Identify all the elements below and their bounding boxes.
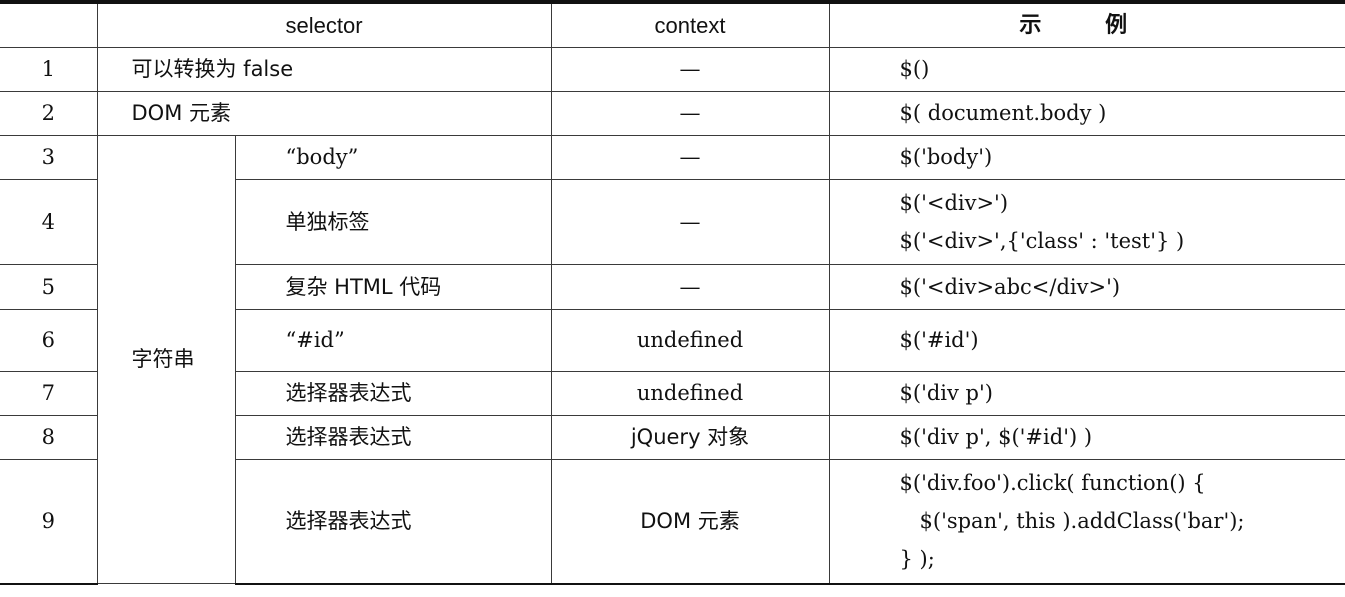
context-cell: undefined xyxy=(550,371,830,416)
example-line: $('#id') xyxy=(899,328,979,353)
header-example: 示 例 xyxy=(828,0,1345,48)
example-cell: $('body') xyxy=(828,135,1345,180)
table-row: 3 字符串 “body” — $('body') xyxy=(0,135,1345,584)
example-cell: $( document.body ) xyxy=(828,91,1345,136)
selector-cell: 选择器表达式 xyxy=(234,459,552,585)
context-cell: undefined xyxy=(550,309,830,372)
context-cell: — xyxy=(550,264,830,310)
example-line: } ); xyxy=(899,547,935,572)
example-cell: $() xyxy=(828,47,1345,92)
selector-cell: “#id” xyxy=(234,309,552,372)
selector-cell: 选择器表达式 xyxy=(234,371,552,416)
example-line: $('<div>') xyxy=(899,190,1009,215)
header-selector: selector xyxy=(96,0,552,48)
table-row: 5 复杂 HTML 代码 — $('<div>abc</div>') xyxy=(0,264,1345,310)
selector-cell: 选择器表达式 xyxy=(234,415,552,460)
table-row: 2 DOM 元素 — $( document.body ) xyxy=(0,91,1345,136)
selector-cell: “body” xyxy=(234,135,552,180)
row-number: 1 xyxy=(0,47,98,92)
example-cell: $('div p') xyxy=(828,371,1345,416)
row-number: 7 xyxy=(0,371,98,416)
context-cell: — xyxy=(550,91,830,136)
context-cell: DOM 元素 xyxy=(550,459,830,585)
example-line: $( document.body ) xyxy=(899,101,1107,126)
example-cell: $('div p', $('#id') ) xyxy=(828,415,1345,460)
example-cell: $('div.foo').click( function() { $('span… xyxy=(828,459,1345,585)
context-cell: jQuery 对象 xyxy=(550,415,830,460)
selector-cell: DOM 元素 xyxy=(96,91,552,136)
selector-context-table: selector context 示 例 1 可以转换为 false — $()… xyxy=(0,0,1345,585)
selector-cell: 单独标签 xyxy=(234,179,552,265)
header-row: selector context 示 例 xyxy=(0,0,1345,48)
row-number: 3 xyxy=(0,135,98,180)
row-number: 6 xyxy=(0,309,98,372)
example-line: $('div p', $('#id') ) xyxy=(899,425,1093,450)
context-cell: — xyxy=(550,47,830,92)
table-row: 8 选择器表达式 jQuery 对象 $('div p', $('#id') ) xyxy=(0,415,1345,460)
context-cell: — xyxy=(550,135,830,180)
row-number: 2 xyxy=(0,91,98,136)
example-line: $('<div>abc</div>') xyxy=(899,274,1121,299)
example-line: $('span', this ).addClass('bar'); xyxy=(919,509,1245,534)
example-line: $() xyxy=(899,57,930,82)
example-cell: $('#id') xyxy=(828,309,1345,372)
header-num xyxy=(0,0,98,48)
table-row: 6 “#id” undefined $('#id') xyxy=(0,309,1345,372)
example-line: $('body') xyxy=(899,145,993,170)
example-line: $('div.foo').click( function() { xyxy=(899,470,1206,495)
selector-cell: 可以转换为 false xyxy=(96,47,552,92)
example-line: $('div p') xyxy=(899,381,993,406)
example-cell: $('<div>abc</div>') xyxy=(828,264,1345,310)
header-context: context xyxy=(550,0,830,48)
row-number: 9 xyxy=(0,459,98,585)
selector-cell: 复杂 HTML 代码 xyxy=(234,264,552,310)
table-row: 9 选择器表达式 DOM 元素 $('div.foo').click( func… xyxy=(0,459,1345,585)
example-cell: $('<div>') $('<div>',{'class' : 'test'} … xyxy=(828,179,1345,265)
row-number: 4 xyxy=(0,179,98,265)
selector-group-string: 字符串 xyxy=(96,135,236,584)
context-cell: — xyxy=(550,179,830,265)
row-number: 8 xyxy=(0,415,98,460)
example-line: $('<div>',{'class' : 'test'} ) xyxy=(899,229,1185,253)
row-number: 5 xyxy=(0,264,98,310)
table-row: 1 可以转换为 false — $() xyxy=(0,47,1345,92)
